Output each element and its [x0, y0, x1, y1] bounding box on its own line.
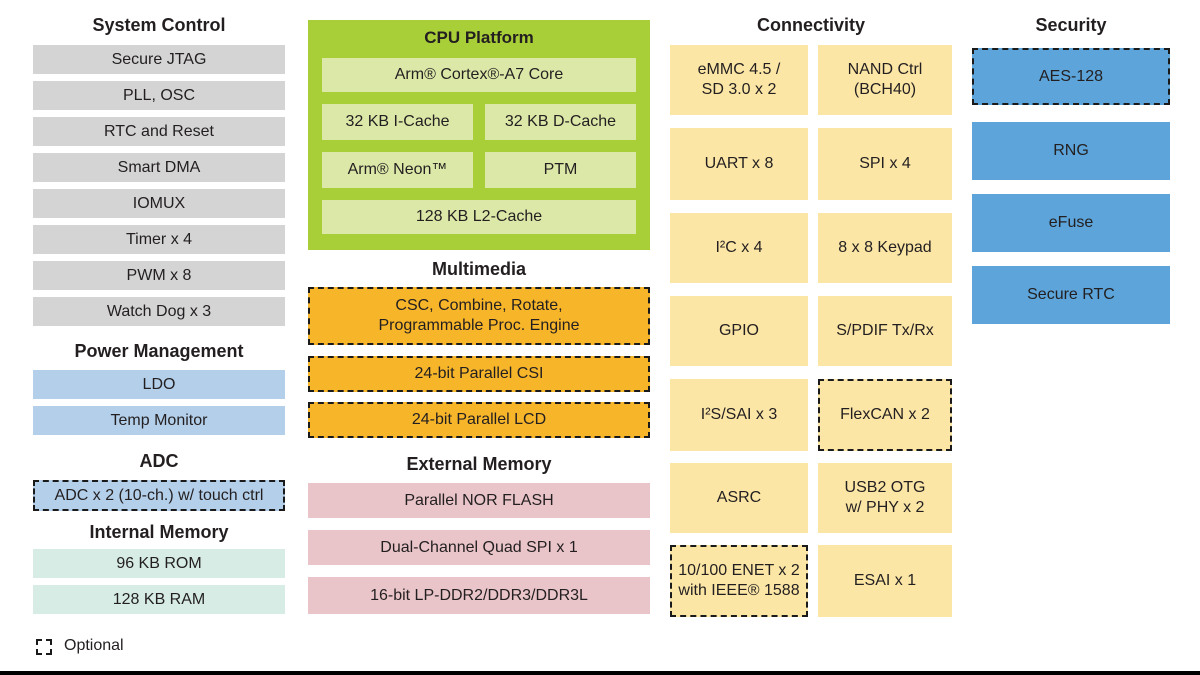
optional-dashed-box-icon [36, 639, 52, 655]
block-enet-ieee1588: 10/100 ENET x 2 with IEEE® 1588 [670, 545, 808, 617]
block-pll-osc: PLL, OSC [33, 81, 285, 110]
block-csc-combine-rotate: CSC, Combine, Rotate, Programmable Proc.… [308, 287, 650, 345]
block-usb2-otg-phy: USB2 OTG w/ PHY x 2 [818, 463, 952, 533]
block-flexcan-x2: FlexCAN x 2 [818, 379, 952, 451]
block-iomux: IOMUX [33, 189, 285, 218]
block-32kb-dcache: 32 KB D-Cache [485, 104, 636, 140]
section-title-security: Security [1035, 15, 1107, 35]
block-ptm: PTM [485, 152, 636, 188]
block-i2c-x4: I²C x 4 [670, 213, 808, 283]
block-uart-x8: UART x 8 [670, 128, 808, 200]
legend-label: Optional [64, 637, 124, 654]
block-rtc-and-reset: RTC and Reset [33, 117, 285, 146]
block-ldo: LDO [33, 370, 285, 399]
block-spi-x4: SPI x 4 [818, 128, 952, 200]
block-pwm-x8: PWM x 8 [33, 261, 285, 290]
block-128kb-l2-cache: 128 KB L2-Cache [322, 200, 636, 234]
block-8x8-keypad: 8 x 8 Keypad [818, 213, 952, 283]
block-adc-x2-touch-ctrl: ADC x 2 (10-ch.) w/ touch ctrl [33, 480, 285, 511]
block-16bit-lpddr2-ddr3: 16-bit LP-DDR2/DDR3/DDR3L [308, 577, 650, 614]
block-24bit-parallel-csi: 24-bit Parallel CSI [308, 356, 650, 392]
block-efuse: eFuse [972, 194, 1170, 252]
block-gpio: GPIO [670, 296, 808, 366]
block-dual-channel-quad-spi: Dual-Channel Quad SPI x 1 [308, 530, 650, 565]
block-watch-dog-x3: Watch Dog x 3 [33, 297, 285, 326]
section-title-power-management: Power Management [74, 341, 244, 361]
section-title-internal-memory: Internal Memory [89, 522, 229, 542]
section-title-system-control: System Control [92, 15, 226, 35]
block-esai-x1: ESAI x 1 [818, 545, 952, 617]
block-timer-x4: Timer x 4 [33, 225, 285, 254]
block-arm-neon: Arm® Neon™ [322, 152, 473, 188]
block-rng: RNG [972, 122, 1170, 180]
block-emmc-sd: eMMC 4.5 / SD 3.0 x 2 [670, 45, 808, 115]
block-smart-dma: Smart DMA [33, 153, 285, 182]
block-i2s-sai-x3: I²S/SAI x 3 [670, 379, 808, 451]
block-cortex-a7-core: Arm® Cortex®-A7 Core [322, 58, 636, 92]
block-32kb-icache: 32 KB I-Cache [322, 104, 473, 140]
block-secure-jtag: Secure JTAG [33, 45, 285, 74]
bottom-edge-bar [0, 671, 1200, 675]
block-temp-monitor: Temp Monitor [33, 406, 285, 435]
block-aes-128: AES-128 [972, 48, 1170, 105]
block-128kb-ram: 128 KB RAM [33, 585, 285, 614]
section-title-connectivity: Connectivity [756, 15, 866, 35]
section-title-cpu-platform: CPU Platform [424, 28, 534, 47]
block-nand-ctrl: NAND Ctrl (BCH40) [818, 45, 952, 115]
section-title-adc: ADC [139, 451, 179, 471]
block-spdif-tx-rx: S/PDIF Tx/Rx [818, 296, 952, 366]
block-secure-rtc: Secure RTC [972, 266, 1170, 324]
block-24bit-parallel-lcd: 24-bit Parallel LCD [308, 402, 650, 438]
section-title-external-memory: External Memory [406, 454, 552, 474]
block-parallel-nor-flash: Parallel NOR FLASH [308, 483, 650, 518]
block-96kb-rom: 96 KB ROM [33, 549, 285, 578]
block-asrc: ASRC [670, 463, 808, 533]
section-title-multimedia: Multimedia [431, 259, 526, 279]
